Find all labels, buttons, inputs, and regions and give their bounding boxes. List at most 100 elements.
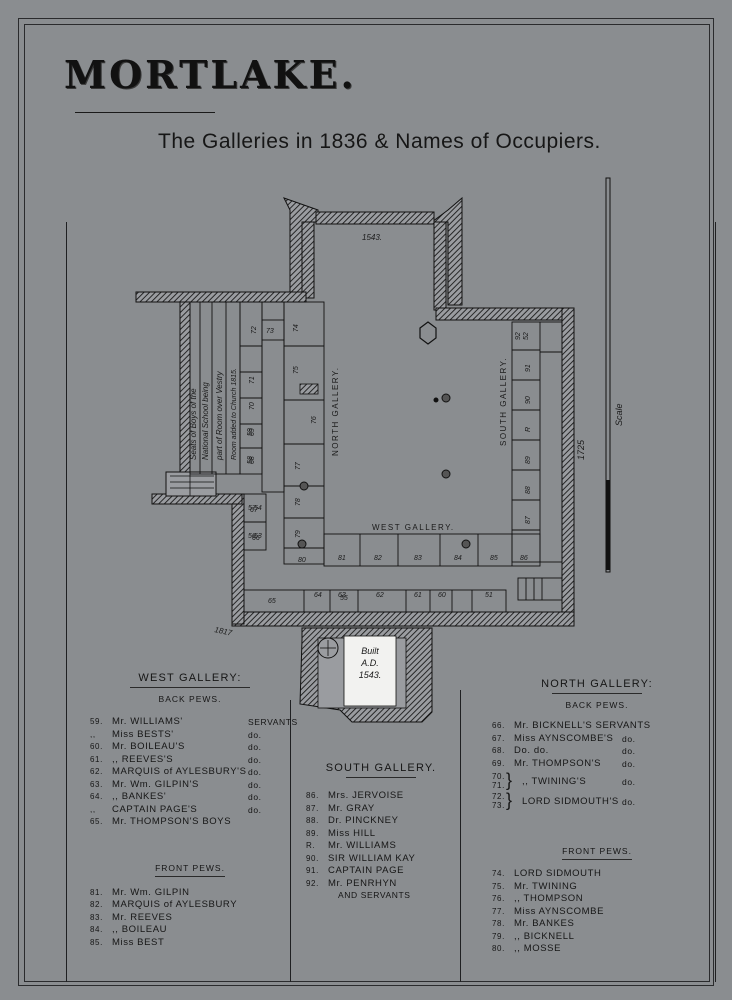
pew-67: 67 xyxy=(250,507,259,514)
pew-62: 62 xyxy=(376,592,384,599)
list-item: 66.Mr. BICKNELL'S SERVANTS xyxy=(492,720,702,733)
occupier-name: ,, REEVES'S xyxy=(112,753,174,765)
building-walls xyxy=(135,291,575,627)
occupier-name: Do. do. xyxy=(514,745,549,756)
page-title: MORTLAKE. xyxy=(64,52,357,97)
pew-57: 57 xyxy=(248,505,257,512)
pew-number: 80. xyxy=(492,944,505,953)
pew-number: ,, xyxy=(90,804,96,814)
right-column-rule xyxy=(715,222,716,982)
south-pews xyxy=(511,321,563,563)
boys-room-note-4: Room added to Church 1815. xyxy=(231,368,238,460)
ditto-note: do. xyxy=(622,746,636,756)
list-item: 77. Miss AYNSCOMBE xyxy=(492,906,702,919)
pew-55: 55 xyxy=(340,595,348,602)
ditto-note: SERVANTS xyxy=(248,717,298,727)
list-item: 87.Mr. GRAY xyxy=(306,803,456,816)
south-tail: AND SERVANTS xyxy=(338,890,411,900)
occupier-name: Mr. WILLIAMS' xyxy=(112,716,183,727)
occupier-name: ,, BOILEAU xyxy=(112,924,168,935)
occupier-name: Dr. PINCKNEY xyxy=(328,815,399,826)
pew-63: 63 xyxy=(338,592,346,599)
ditto-note: do. xyxy=(622,777,636,787)
pew-number: ,, xyxy=(90,729,96,739)
south-gallery-heading: SOUTH GALLERY. xyxy=(325,762,437,774)
list-item: 92.Mr. PENRHYN xyxy=(306,878,456,891)
pew-79: 79 xyxy=(295,530,302,538)
list-item: 88.Dr. PINCKNEY xyxy=(306,815,456,828)
occupier-name: Mr. WILLIAMS xyxy=(328,840,397,851)
pew-number: 64. xyxy=(90,792,103,801)
pew-53: 53 xyxy=(254,533,262,540)
list-item: 82.MARQUIS of AYLESBURY xyxy=(90,899,290,912)
pew-number: 79. xyxy=(492,931,505,941)
pew-61: 61 xyxy=(414,592,422,599)
ditto-note: do. xyxy=(622,797,636,807)
occupier-name: MARQUIS of AYLESBURY'S xyxy=(112,766,247,777)
pew-number: 77. xyxy=(492,906,505,916)
stairs xyxy=(170,472,214,496)
pew-78: 78 xyxy=(295,498,302,506)
west-back-pews xyxy=(243,493,563,613)
list-item: 79.,, BICKNELL xyxy=(492,931,702,944)
occupier-name: Miss BESTS' xyxy=(112,728,174,740)
pew-number: 67. xyxy=(492,733,505,743)
pew-82: 82 xyxy=(374,555,382,562)
pew-58: 58 xyxy=(247,456,254,464)
occupier-name: SIR WILLIAM KAY xyxy=(328,852,416,864)
pew-number: 86. xyxy=(306,791,319,800)
porch xyxy=(299,627,433,723)
pew-number: 82. xyxy=(90,900,103,909)
west-gallery-list: WEST GALLERY: BACK PEWS. 59. Mr. WILLIAMS… xyxy=(90,672,297,949)
columns xyxy=(297,321,471,549)
pew-89: 89 xyxy=(525,456,532,464)
occupier-name: CAPTAIN PAGE xyxy=(328,865,405,876)
list-item: 80.,, MOSSE xyxy=(492,943,702,956)
boys-room-note-2: National School being xyxy=(201,382,210,460)
occupier-name: Miss AYNSCOMBE xyxy=(514,905,605,917)
list-item: 91. CAPTAIN PAGE xyxy=(306,865,456,878)
boys-room-note-1: Seats of Boys of the xyxy=(189,388,198,460)
occupier-name: Mr. Wm. GILPIN xyxy=(112,886,190,898)
occupier-name: CAPTAIN PAGE'S xyxy=(112,803,198,815)
pew-84: 84 xyxy=(454,555,462,562)
occupier-name: Miss AYNSCOMBE'S xyxy=(514,732,614,744)
list-item: 84.,, BOILEAU xyxy=(90,924,290,937)
west-gallery-heading: WEST GALLERY: xyxy=(138,672,242,684)
north-gallery-label: NORTH GALLERY. xyxy=(331,367,340,456)
pew-51: 51 xyxy=(485,592,493,599)
pew-number: 90. xyxy=(306,853,319,863)
ditto-note: do. xyxy=(248,767,262,777)
pew-66: 66 xyxy=(252,535,260,542)
occupier-name: Miss BEST xyxy=(112,936,165,948)
pew-92: 92 xyxy=(515,332,522,340)
list-item: 75.Mr. TWINING xyxy=(492,881,702,894)
pew-70: 70 xyxy=(249,402,256,410)
pew-number: 59. xyxy=(90,717,103,726)
ditto-note: do. xyxy=(248,804,262,815)
west-back-pews-heading: BACK PEWS. xyxy=(158,694,222,704)
occupier-name: Mr. BOILEAU'S xyxy=(112,741,185,752)
occupier-name: ,, BANKES' xyxy=(112,791,167,802)
pew-88: 88 xyxy=(525,486,532,494)
pew-80: 80 xyxy=(298,557,306,564)
pew-r: R xyxy=(525,427,532,432)
pew-number: 91. xyxy=(306,866,319,875)
brace: } xyxy=(506,790,513,810)
pew-81: 81 xyxy=(338,555,346,562)
inner-border xyxy=(24,24,710,982)
north-gallery-list: NORTH GALLERY: BACK PEWS. 66.Mr. BICKNEL… xyxy=(492,678,702,956)
ditto-note: do. xyxy=(248,779,262,790)
pew-number: 81. xyxy=(90,887,103,897)
svg-text:1543.: 1543. xyxy=(359,670,382,680)
west-gallery-label: WEST GALLERY. xyxy=(372,523,455,532)
left-column-rule xyxy=(66,222,67,982)
list-item: 78.Mr. BANKES xyxy=(492,918,702,931)
occupier-name: Mr. PENRHYN xyxy=(328,877,397,889)
pew-number: 85. xyxy=(90,937,103,947)
pew-number: 76. xyxy=(492,894,505,903)
pew-number: 61. xyxy=(90,754,103,764)
